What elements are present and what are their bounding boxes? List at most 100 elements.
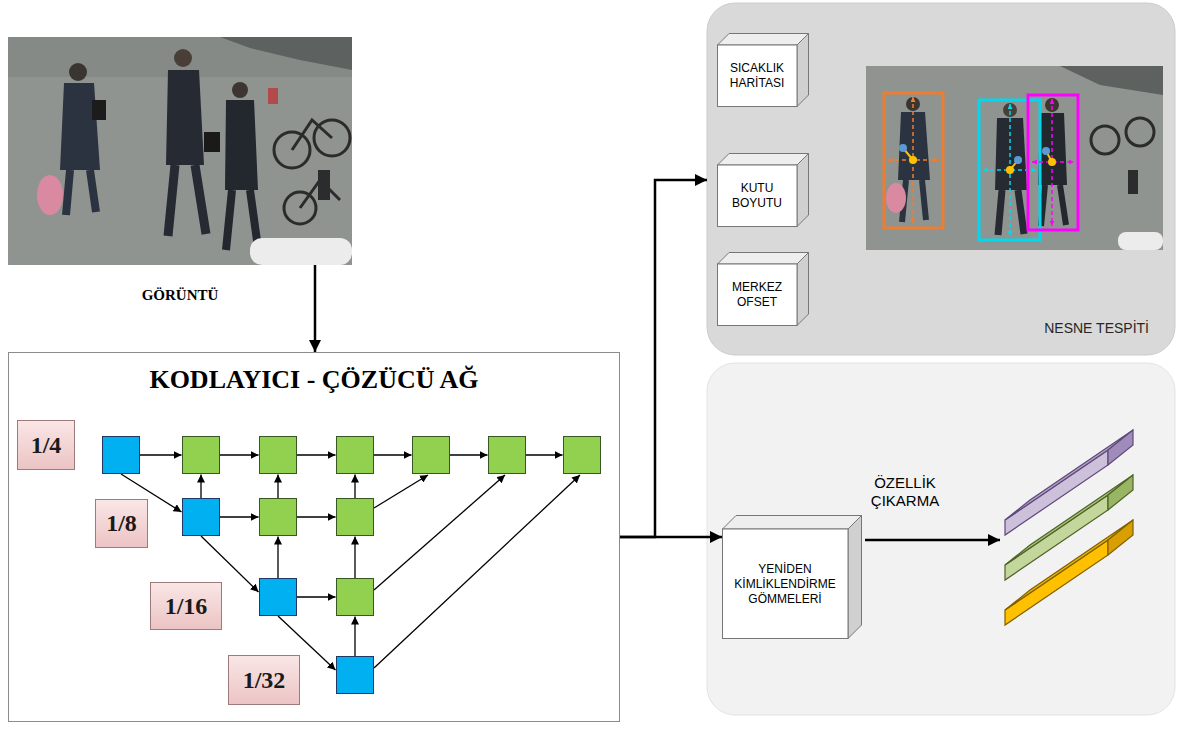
- process-label: ÖZELLİK ÇIKARMA: [855, 474, 955, 510]
- reid-panel-ground: [707, 363, 1175, 715]
- decoder-block: [183, 437, 220, 474]
- cube-side-face: [797, 253, 809, 326]
- output-head-cube: KUTU BOYUTU: [717, 153, 809, 227]
- encoder-decoder-frame: KODLAYICI - ÇÖZÜCÜ AĞ1/41/81/161/32: [8, 352, 620, 722]
- head-label: MERKEZ OFSET: [721, 280, 793, 310]
- detection-panel-ground: [707, 3, 1175, 355]
- bounding-box: [979, 100, 1040, 240]
- center-dot: [1006, 166, 1014, 174]
- output-head-cube: MERKEZ OFSET: [717, 252, 809, 326]
- scale-label: 1/16: [165, 593, 208, 620]
- cube-front: KUTU BOYUTU: [717, 165, 797, 227]
- cube-front: SICAKLIK HARİTASI: [717, 45, 797, 107]
- network-arrow: [220, 454, 259, 455]
- network-arrow: [140, 454, 182, 455]
- person-legs: [168, 165, 206, 236]
- network-arrow: [354, 617, 355, 657]
- photo-child: [886, 183, 906, 213]
- bicycle-wheel: [1126, 118, 1154, 146]
- bicycle-frame: [292, 120, 340, 208]
- feature-bar: [1108, 430, 1133, 465]
- bounding-box: [1028, 95, 1078, 230]
- scale-label: 1/8: [106, 510, 137, 537]
- offset-dot: [899, 144, 907, 152]
- scale-label: 1/4: [31, 432, 62, 459]
- photo-shadow: [1060, 66, 1163, 95]
- photo-ground: [8, 37, 352, 265]
- feature-bar: [1005, 520, 1133, 610]
- bounding-box: [884, 93, 943, 228]
- decoder-block: [337, 579, 374, 616]
- output-head-cube: SICAKLIK HARİTASI: [717, 33, 809, 107]
- cube-front: MERKEZ OFSET: [717, 264, 797, 326]
- photo-ground: [866, 66, 1163, 250]
- feature-bar: [1108, 475, 1133, 510]
- feature-bar: [1005, 475, 1133, 565]
- decoder-block: [564, 437, 601, 474]
- network-arrow: [354, 537, 355, 579]
- scale-label-box: 1/32: [228, 655, 300, 705]
- head-label: YENİDEN KİMLİKLENDİRME GÖMMELERİ: [726, 562, 844, 607]
- center-dot: [1048, 158, 1056, 166]
- photo-shadow: [220, 37, 352, 70]
- feature-bar: [1005, 450, 1108, 535]
- photo-child: [37, 175, 63, 215]
- cube-front-face: [718, 165, 798, 227]
- photo-bag: [92, 100, 106, 120]
- photo-bollard: [1128, 170, 1138, 194]
- person-legs: [1041, 185, 1066, 226]
- person-body: [166, 70, 204, 165]
- input-image: GÖRÜNTÜ: [8, 37, 352, 265]
- scale-label: 1/32: [243, 667, 286, 694]
- feature-bar: [1005, 495, 1108, 580]
- decoder-block: [489, 437, 526, 474]
- person-head: [69, 63, 87, 81]
- image-caption: GÖRÜNTÜ: [8, 287, 352, 304]
- photo-car: [250, 238, 352, 265]
- flow-arrow: [314, 265, 317, 352]
- encoder-block: [260, 579, 297, 616]
- panel-title: NESNE TESPİTİ: [1044, 320, 1149, 336]
- person-body: [995, 118, 1027, 190]
- offset-dot: [1042, 147, 1050, 155]
- scale-label-box: 1/4: [17, 420, 75, 470]
- person-body: [60, 83, 100, 170]
- cube-side-face: [797, 154, 809, 227]
- bicycle-wheel: [1091, 126, 1119, 154]
- decoder-block: [413, 437, 450, 474]
- cube-front-face: [723, 529, 849, 639]
- photo-bag: [204, 132, 220, 152]
- encoder-block: [337, 657, 374, 694]
- network-arrow: [200, 475, 201, 499]
- detection-panel: NESNE TESPİTİ SICAKLIK HARİTASI KUTU BOYUT…: [707, 3, 1175, 355]
- person-head: [174, 49, 192, 67]
- decoder-block: [337, 499, 374, 536]
- head-label: SICAKLIK HARİTASI: [721, 61, 793, 91]
- network-arrow: [297, 454, 336, 455]
- network-arrow: [526, 454, 563, 455]
- feature-bar: [1005, 430, 1133, 520]
- flow-arrow: [620, 536, 722, 539]
- head-label: KUTU BOYUTU: [721, 181, 793, 211]
- feature-bar: [1108, 520, 1133, 555]
- network-arrow: [374, 475, 580, 668]
- network-arrow: [374, 454, 412, 455]
- person-legs: [998, 190, 1024, 235]
- cube-front-face: [718, 45, 798, 107]
- network-arrow: [354, 475, 355, 499]
- photo-car: [1118, 232, 1163, 250]
- scale-label-box: 1/16: [150, 582, 222, 630]
- feature-arrow: [865, 539, 1000, 542]
- feature-bar: [1005, 540, 1108, 625]
- person-head: [232, 82, 248, 98]
- network-arrow: [450, 454, 488, 455]
- network-arrow: [277, 537, 278, 579]
- network-arrow: [374, 475, 428, 508]
- encoder-block: [103, 437, 140, 474]
- encoder-block: [183, 499, 220, 536]
- scale-label-box: 1/8: [95, 499, 148, 548]
- decoder-block: [260, 437, 297, 474]
- person-legs: [226, 190, 258, 250]
- cube-front: YENİDEN KİMLİKLENDİRME GÖMMELERİ: [722, 529, 848, 639]
